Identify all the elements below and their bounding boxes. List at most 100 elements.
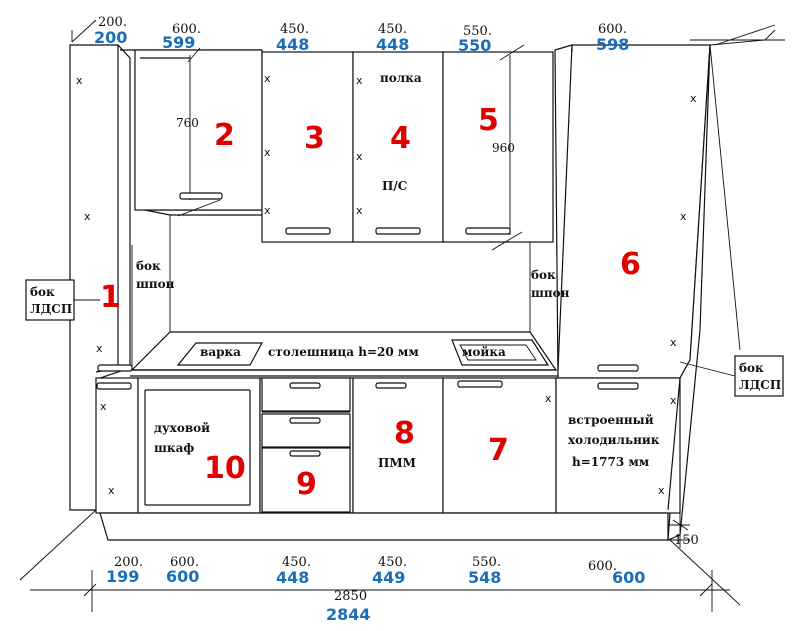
oven-label-2: шкаф <box>154 441 194 455</box>
sink-label: мойка <box>462 345 506 359</box>
hinge-mark: x <box>356 204 363 217</box>
bottom-dim-450b: 450. <box>378 555 407 570</box>
top-dim-200: 200. <box>98 15 127 30</box>
shelf-label: полка <box>380 71 422 85</box>
module-number-5: 5 <box>478 103 499 138</box>
top-dim-450b: 450. <box>378 22 407 37</box>
module-number-8: 8 <box>394 416 415 451</box>
top-dim-200-actual: 200 <box>94 28 127 47</box>
module-number-2: 2 <box>214 118 235 153</box>
hinge-mark: x <box>108 484 115 497</box>
hinge-mark: x <box>670 394 677 407</box>
bottom-dim-600-actual: 600 <box>166 567 199 586</box>
hinge-mark: x <box>264 72 271 85</box>
fridge-label-2: холодильник <box>568 433 660 447</box>
top-dim-550: 550. <box>463 24 492 39</box>
fridge-label-1: встроенный <box>568 413 654 427</box>
bottom-dim-550: 550. <box>472 555 501 570</box>
hinge-mark: x <box>690 92 697 105</box>
dishwasher-label: ПММ <box>378 456 416 470</box>
upper-cabinet-3 <box>261 51 354 243</box>
hinge-mark: x <box>96 342 103 355</box>
hinge-mark: x <box>76 74 83 87</box>
bottom-dimensions: 200. 199 600. 600 450. 448 450. 449 550.… <box>106 533 699 624</box>
module-number-3: 3 <box>304 121 325 156</box>
module-number-1: 1 <box>100 280 121 315</box>
plinth <box>99 505 690 548</box>
veneer-side-right-2: шпон <box>531 286 570 300</box>
hinge-mark: x <box>100 400 107 413</box>
upper-cabinets <box>120 44 554 251</box>
module-number-7: 7 <box>488 433 509 468</box>
base-cabinets <box>95 377 681 514</box>
bottom-dim-450a-actual: 448 <box>276 568 309 587</box>
oven-cabinet <box>137 377 261 514</box>
fridge-label-3: h=1773 мм <box>572 455 650 469</box>
ldsp-side-left-1: бок <box>30 285 55 299</box>
top-dimensions: 200. 200 600. 599 450. 448 450. 448 550.… <box>94 15 629 55</box>
countertop <box>130 331 558 377</box>
base-cabinet-7 <box>442 377 557 514</box>
base-cabinet-1 <box>95 377 139 514</box>
bottom-dim-450a: 450. <box>282 555 311 570</box>
top-dim-600r: 600. <box>598 22 627 37</box>
top-dim-600: 600. <box>172 22 201 37</box>
bottom-dim-600r-actual: 600 <box>612 568 645 587</box>
hinge-mark: x <box>356 74 363 87</box>
labels: 760 960 полка П/С бок шпон бок шпон бок … <box>30 71 781 470</box>
top-dim-450b-actual: 448 <box>376 35 409 54</box>
bottom-dim-550-actual: 548 <box>468 568 501 587</box>
dryer-label: П/С <box>382 179 407 193</box>
top-dim-450a: 450. <box>280 22 309 37</box>
hinge-mark: x <box>658 484 665 497</box>
sink <box>451 339 550 366</box>
veneer-side-right-1: бок <box>531 268 556 282</box>
hinge-mark: x <box>264 146 271 159</box>
callout-boxes <box>25 279 784 397</box>
countertop-label: столешница h=20 мм <box>268 345 419 359</box>
top-dim-450a-actual: 448 <box>276 35 309 54</box>
module-number-10: 10 <box>204 451 246 486</box>
hinge-marks: x x x x x x x x x x x x x x x x x <box>76 72 697 497</box>
hinge-mark: x <box>264 204 271 217</box>
top-dim-600r-actual: 598 <box>596 35 629 54</box>
veneer-side-left-1: бок <box>136 259 161 273</box>
top-dim-550-actual: 550 <box>458 36 491 55</box>
dishwasher-cabinet-8 <box>352 377 444 514</box>
upper-cabinet-4 <box>352 51 444 243</box>
bottom-dimension-line <box>80 570 715 612</box>
module-number-4: 4 <box>390 121 411 156</box>
hinge-mark: x <box>356 150 363 163</box>
bottom-dim-200-actual: 199 <box>106 567 139 586</box>
height-760: 760 <box>176 116 199 130</box>
ldsp-side-right-1: бок <box>739 361 764 375</box>
total-width: 2850 <box>334 589 367 604</box>
bottom-dim-600: 600. <box>170 555 199 570</box>
bottom-dim-200: 200. <box>114 555 143 570</box>
module-number-6: 6 <box>620 247 641 282</box>
module-numbers: 1 2 3 4 5 6 7 8 9 10 <box>100 103 641 502</box>
fridge-lower <box>555 377 681 514</box>
left-side-panel <box>69 44 133 511</box>
plinth-height: 150 <box>674 533 699 548</box>
upper-cabinet-2 <box>134 49 263 211</box>
total-width-actual: 2844 <box>326 605 371 624</box>
module-number-9: 9 <box>296 467 317 502</box>
bottom-dim-450b-actual: 449 <box>372 568 405 587</box>
ldsp-side-right-2: ЛДСП <box>739 378 781 392</box>
hinge-mark: x <box>670 336 677 349</box>
hinge-mark: x <box>545 392 552 405</box>
hinge-mark: x <box>84 210 91 223</box>
upper-cabinet-5 <box>442 51 554 243</box>
bottom-dim-600r: 600. <box>588 559 617 574</box>
top-dim-600-actual: 599 <box>162 33 195 52</box>
hinge-mark: x <box>680 210 687 223</box>
ldsp-side-left-2: ЛДСП <box>30 302 72 316</box>
height-960: 960 <box>492 141 515 155</box>
hob-label: варка <box>200 345 241 359</box>
oven-label-1: духовой <box>154 421 210 435</box>
hob <box>176 342 264 366</box>
veneer-side-left-2: шпон <box>136 277 175 291</box>
